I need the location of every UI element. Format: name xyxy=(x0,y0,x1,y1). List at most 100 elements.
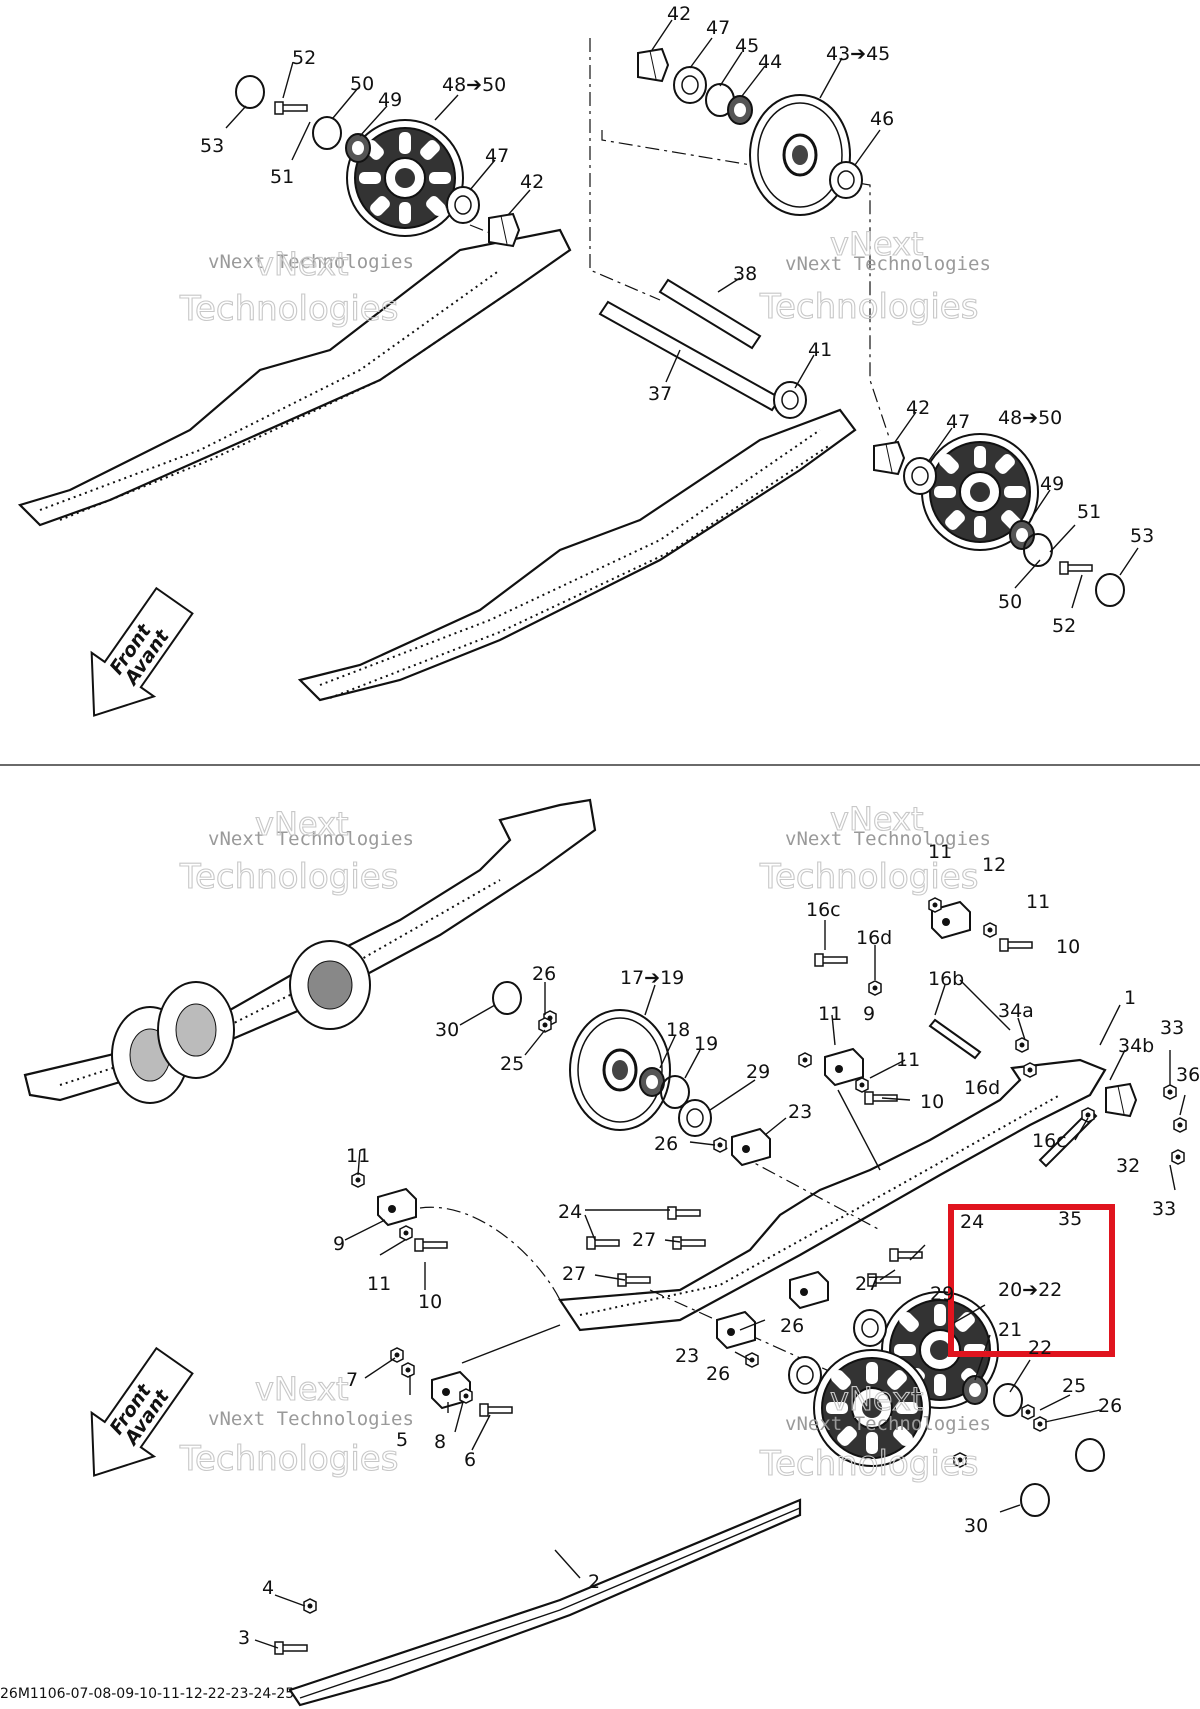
bearing-49-right xyxy=(1009,520,1035,550)
ring-30-lower-b xyxy=(1020,1483,1050,1517)
watermark-line2: Technologies xyxy=(759,287,978,327)
bearing-49-left xyxy=(345,133,371,163)
callout: 25 xyxy=(500,1053,524,1075)
watermark-line1: vNext xyxy=(830,1380,923,1418)
bolt-24-b xyxy=(586,1236,620,1250)
callout: 38 xyxy=(733,263,757,285)
callout: 1 xyxy=(1124,987,1136,1009)
callout: 30 xyxy=(964,1515,988,1537)
callout: 36 xyxy=(1176,1064,1200,1086)
callout: 11 xyxy=(818,1003,842,1025)
bolt-3 xyxy=(274,1641,308,1655)
watermark-line2: Technologies xyxy=(759,1444,978,1484)
washer-47-right xyxy=(903,457,937,495)
bolt-10-left xyxy=(414,1238,448,1252)
watermark-line1: vNext xyxy=(255,1370,348,1408)
callout: 10 xyxy=(1056,936,1080,958)
ring-30-upper xyxy=(492,981,522,1015)
spacer-42-left xyxy=(488,213,520,247)
bolt-10-upper xyxy=(999,938,1033,952)
callout: 27 xyxy=(632,1229,656,1251)
bolt-10-mid xyxy=(864,1091,898,1105)
block-23-lower xyxy=(716,1311,756,1349)
callout: 20➔22 xyxy=(998,1279,1062,1301)
callout: 2 xyxy=(588,1571,600,1593)
bolt-24-a xyxy=(667,1206,701,1220)
callout: 48➔50 xyxy=(998,407,1062,429)
bolt-24-c xyxy=(889,1248,923,1262)
drawing-reference-code: 26M1106-07-08-09-10-11-12-22-23-24-25 xyxy=(0,1686,295,1702)
highlight-box xyxy=(948,1204,1115,1357)
block-9-left xyxy=(377,1188,417,1226)
slide-2 xyxy=(288,1498,802,1707)
callout: 26 xyxy=(1098,1395,1122,1417)
callout: 6 xyxy=(464,1449,476,1471)
callout: 26 xyxy=(654,1133,678,1155)
watermark-line1: vNext xyxy=(830,225,923,263)
nut-11 xyxy=(928,897,942,913)
nut-16d-b xyxy=(1081,1107,1095,1123)
washer-29 xyxy=(678,1099,712,1137)
block-23-upper xyxy=(731,1128,771,1166)
bolt-6 xyxy=(479,1403,513,1417)
nut-34a-b xyxy=(1023,1062,1037,1078)
callout: 42 xyxy=(520,171,544,193)
callout: 11 xyxy=(1026,891,1050,913)
callout: 34a xyxy=(998,1000,1034,1022)
watermark-line1: vNext xyxy=(830,800,923,838)
callout: 8 xyxy=(434,1431,446,1453)
axle-37 xyxy=(598,300,782,412)
bearing-44 xyxy=(727,95,753,125)
callout: 5 xyxy=(396,1429,408,1451)
callout: 22 xyxy=(1028,1337,1052,1359)
callout: 9 xyxy=(863,1003,875,1025)
watermark-text: vNext Technologies xyxy=(208,251,414,273)
callout: 33 xyxy=(1160,1017,1184,1039)
rail-lower-right xyxy=(558,1058,1107,1332)
top-panel: vNext Technologies vNext Technologies vN… xyxy=(17,3,1154,717)
ring-30-lower-a xyxy=(1075,1438,1105,1472)
nut-11-d xyxy=(855,1077,869,1093)
callout: 11 xyxy=(346,1145,370,1167)
callout: 37 xyxy=(648,383,672,405)
watermark-line2: Technologies xyxy=(179,289,398,329)
callout: 16c xyxy=(1032,1130,1067,1152)
callout: 16d xyxy=(856,927,892,949)
nut-11-left xyxy=(351,1172,365,1188)
callout: 49 xyxy=(378,89,402,111)
axle-38 xyxy=(658,278,762,350)
watermark-text: vNext Technologies xyxy=(785,253,991,275)
callout: 34b xyxy=(1118,1035,1154,1057)
bolt-33-b xyxy=(1171,1149,1185,1165)
washer-47-top xyxy=(673,66,707,104)
callout: 24 xyxy=(960,1211,984,1233)
callout: 26 xyxy=(706,1363,730,1385)
callout: 24 xyxy=(558,1201,582,1223)
callout: 16d xyxy=(964,1077,1000,1099)
callout: 27 xyxy=(855,1273,879,1295)
callout: 16c xyxy=(806,899,841,921)
bearing-21 xyxy=(962,1375,988,1405)
nut-7-b xyxy=(401,1362,415,1378)
nut-26-mid xyxy=(713,1137,727,1153)
pin-35 xyxy=(1038,1108,1098,1168)
nut-11-left-b xyxy=(399,1225,413,1241)
nut-11-b xyxy=(983,922,997,938)
callout: 53 xyxy=(200,135,224,157)
bolt-16c xyxy=(814,953,848,967)
callout: 52 xyxy=(292,47,316,69)
nut-26-left xyxy=(745,1352,759,1368)
callout: 11 xyxy=(896,1049,920,1071)
nut-25-lower xyxy=(1021,1404,1035,1420)
nut-4 xyxy=(303,1598,317,1614)
callout: 43➔45 xyxy=(826,43,890,65)
watermark-line2: Technologies xyxy=(179,1439,398,1479)
bolt-52-right xyxy=(1059,561,1093,575)
bolt-52-left xyxy=(274,101,308,115)
callout: 23 xyxy=(675,1345,699,1367)
ring-22 xyxy=(993,1383,1023,1417)
callout: 23 xyxy=(788,1101,812,1123)
callout: 51 xyxy=(1077,501,1101,523)
assembled-rail-left xyxy=(23,798,597,1104)
